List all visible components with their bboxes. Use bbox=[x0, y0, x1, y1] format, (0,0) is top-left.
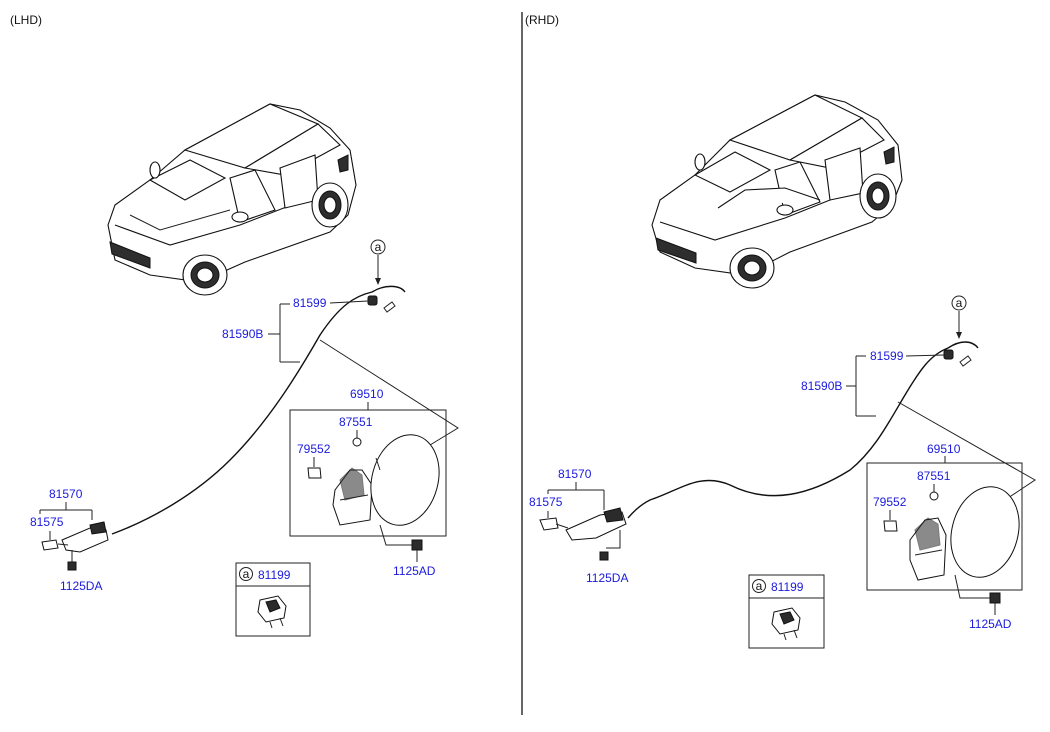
rhd-screw-1125ad bbox=[989, 592, 1001, 604]
lhd-label-69510: 69510 bbox=[350, 387, 384, 401]
lhd-ref-circle bbox=[370, 239, 386, 255]
rhd-label-81575: 81575 bbox=[529, 495, 563, 509]
lhd-fuel-door-69510 bbox=[370, 434, 440, 526]
rhd-panel-title: (RHD) bbox=[525, 13, 559, 27]
lhd-label-81590b: 81590B bbox=[222, 327, 263, 341]
lhd-bumper-87551 bbox=[352, 437, 362, 447]
rhd-screw-1125da bbox=[599, 551, 609, 561]
lhd-label-81599: 81599 bbox=[293, 296, 327, 310]
lhd-label-81575: 81575 bbox=[30, 515, 64, 529]
rhd-car-illustration bbox=[651, 94, 903, 289]
lhd-spring-79552 bbox=[307, 467, 322, 479]
lhd-fuel-door-box bbox=[289, 409, 447, 537]
rhd-panel: (RHD) a bbox=[525, 13, 1036, 649]
rhd-inset-81199: a 81199 bbox=[748, 574, 825, 649]
rhd-label-81570: 81570 bbox=[558, 467, 592, 481]
rhd-spring-79552 bbox=[883, 520, 898, 532]
rhd-label-81590b: 81590B bbox=[801, 379, 842, 393]
rhd-inset-marker: a bbox=[756, 579, 763, 593]
lhd-label-81570: 81570 bbox=[49, 487, 83, 501]
lhd-inset-marker: a bbox=[243, 567, 250, 581]
lhd-panel-title: (LHD) bbox=[10, 13, 42, 27]
lhd-panel: (LHD) a bbox=[10, 13, 459, 637]
lhd-label-1125da: 1125DA bbox=[60, 579, 102, 593]
rhd-release-lever bbox=[539, 507, 627, 541]
lhd-release-lever bbox=[41, 521, 109, 553]
rhd-label-87551: 87551 bbox=[917, 469, 951, 483]
lhd-ref-marker: a bbox=[375, 240, 382, 254]
rhd-fuel-door-box bbox=[866, 462, 1023, 591]
rhd-release-cable bbox=[627, 341, 979, 519]
lhd-label-81199: 81199 bbox=[258, 568, 291, 582]
rhd-label-81199: 81199 bbox=[771, 580, 804, 594]
lhd-screw-1125da bbox=[67, 561, 77, 571]
rhd-label-1125ad: 1125AD bbox=[969, 617, 1012, 631]
rhd-label-79552: 79552 bbox=[873, 495, 907, 509]
lhd-label-79552: 79552 bbox=[297, 442, 331, 456]
rhd-fuel-filler-housing bbox=[909, 517, 947, 581]
lhd-release-cable bbox=[111, 285, 406, 535]
lhd-label-87551: 87551 bbox=[339, 415, 373, 429]
rhd-cable-grommet bbox=[943, 349, 954, 360]
lhd-cable-grommet bbox=[367, 295, 378, 306]
lhd-label-1125ad: 1125AD bbox=[393, 564, 436, 578]
rhd-label-81599: 81599 bbox=[870, 349, 904, 363]
rhd-bumper-87551 bbox=[929, 491, 939, 501]
rhd-label-69510: 69510 bbox=[927, 442, 961, 456]
rhd-label-1125da: 1125DA bbox=[586, 571, 628, 585]
rhd-ref-marker: a bbox=[956, 296, 963, 310]
rhd-fuel-door-69510 bbox=[950, 486, 1020, 578]
lhd-car-illustration bbox=[107, 103, 357, 296]
lhd-screw-1125ad bbox=[411, 539, 423, 551]
rhd-ref-circle bbox=[951, 295, 967, 311]
lhd-fuel-filler-housing bbox=[332, 467, 373, 526]
lhd-inset-81199: a 81199 bbox=[235, 562, 311, 637]
